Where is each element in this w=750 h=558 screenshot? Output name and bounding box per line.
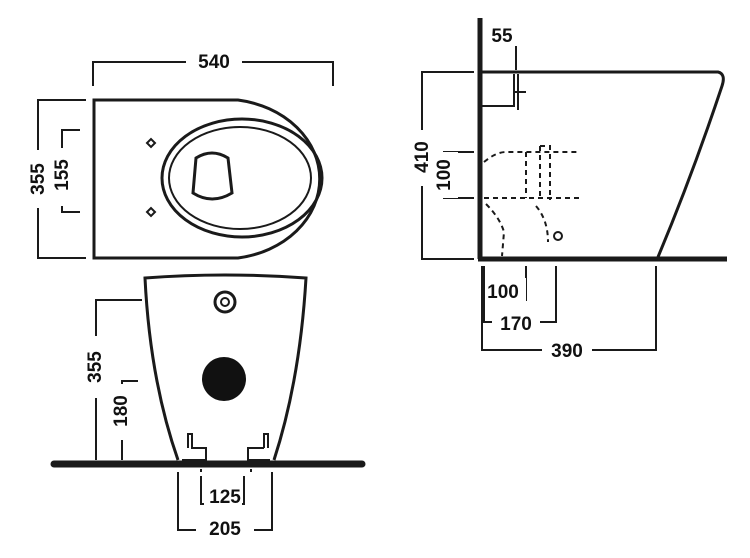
front-view: 355 180 125 205 bbox=[50, 273, 366, 540]
dim-label-540: 540 bbox=[198, 52, 230, 73]
waste-outlet bbox=[202, 357, 246, 401]
dim-label-100-horizontal: 100 bbox=[487, 282, 519, 303]
concealed-outlet bbox=[485, 203, 549, 257]
concealed-fixing bbox=[483, 145, 580, 200]
fixing-hole-top bbox=[145, 137, 157, 149]
fixing-bracket-left bbox=[182, 433, 207, 461]
dim-line-355-front bbox=[95, 299, 142, 460]
fixing-marks bbox=[200, 460, 252, 472]
inlet-bracket bbox=[482, 74, 526, 110]
dim-label-170: 170 bbox=[500, 314, 532, 335]
dim-label-55: 55 bbox=[491, 26, 513, 47]
seat-inner bbox=[168, 126, 312, 230]
drain-opening bbox=[191, 151, 234, 201]
side-fixing-point bbox=[553, 231, 563, 241]
dim-label-155: 155 bbox=[52, 159, 73, 191]
dim-label-125: 125 bbox=[209, 487, 241, 508]
dim-line-55 bbox=[486, 43, 517, 70]
front-body-outline bbox=[143, 273, 308, 461]
seat-outer bbox=[160, 117, 324, 239]
dim-label-180: 180 bbox=[111, 395, 132, 427]
fixing-hole-bottom bbox=[145, 206, 157, 218]
dim-label-100-vertical: 100 bbox=[434, 159, 455, 191]
side-body-outline bbox=[482, 70, 725, 258]
dim-label-355-top: 355 bbox=[28, 163, 49, 195]
dim-label-390: 390 bbox=[551, 341, 583, 362]
dim-label-355-front: 355 bbox=[85, 351, 106, 383]
dim-label-205: 205 bbox=[209, 519, 241, 540]
inlet-outer bbox=[213, 290, 237, 314]
dim-label-410: 410 bbox=[412, 141, 433, 173]
top-view: 540 355 155 bbox=[22, 48, 334, 260]
inlet-inner bbox=[220, 297, 230, 307]
fixing-bracket-right bbox=[247, 433, 270, 461]
top-view-outline bbox=[92, 98, 322, 260]
side-view: 55 410 100 100 170 390 bbox=[408, 18, 727, 362]
